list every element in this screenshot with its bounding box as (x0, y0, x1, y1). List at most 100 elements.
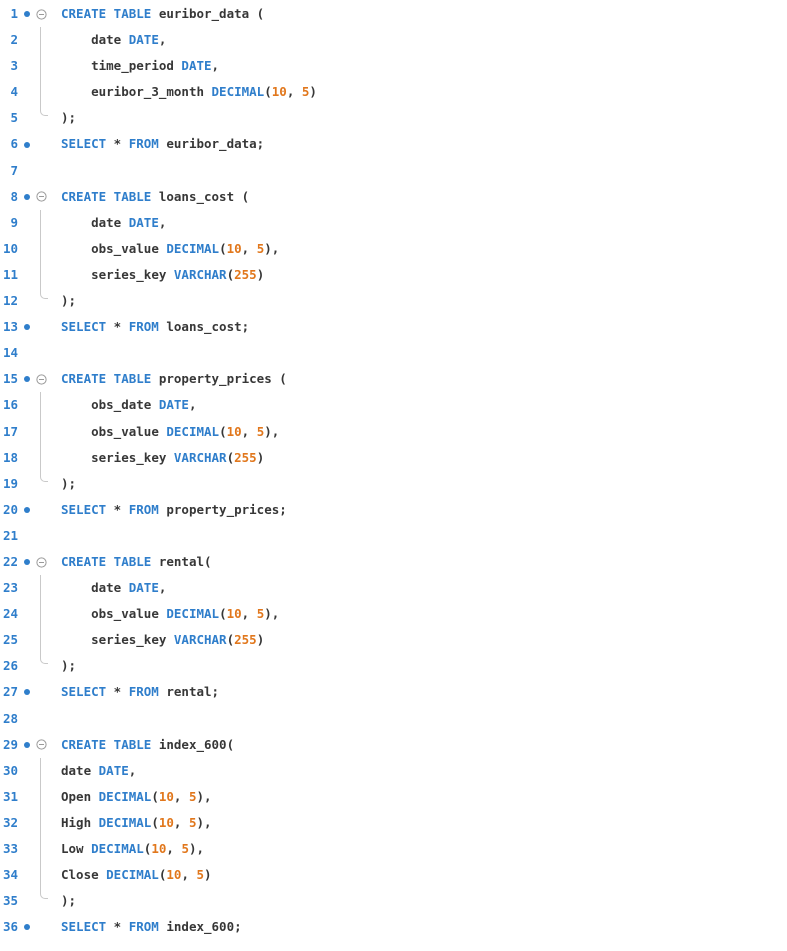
line-number: 27 (2, 684, 18, 700)
sql-identifier: ( (143, 841, 152, 856)
fold-toggle-icon[interactable] (34, 366, 48, 392)
code-line[interactable]: 5); (0, 105, 787, 131)
fold-guide (40, 392, 48, 419)
statement-marker-icon[interactable] (20, 732, 34, 758)
sql-keyword: DATE (158, 397, 189, 413)
statement-marker-icon[interactable] (20, 366, 34, 392)
code-line[interactable]: 21 (0, 523, 787, 549)
sql-identifier: date (91, 580, 129, 596)
statement-marker-icon[interactable] (20, 1, 34, 27)
sql-identifier: ( (219, 423, 227, 439)
code-line[interactable]: 17 obs_value DECIMAL(10, 5), (0, 418, 787, 445)
statement-marker-icon[interactable] (20, 184, 34, 210)
line-number: 1 (10, 6, 18, 21)
sql-keyword: SELECT (61, 319, 107, 335)
sql-identifier: index_600; (158, 919, 242, 935)
sql-identifier: ); (61, 893, 77, 909)
code-text: CREATE TABLE loans_cost ( (61, 184, 249, 210)
code-line[interactable]: 9 date DATE, (0, 209, 787, 236)
sql-number: 10 (158, 788, 174, 804)
sql-number: 10 (166, 867, 182, 883)
code-line[interactable]: 26); (0, 653, 787, 679)
line-number: 15 (2, 371, 18, 387)
line-number: 6 (10, 136, 18, 152)
sql-identifier: obs_value (91, 240, 167, 256)
line-number: 7 (10, 162, 18, 178)
code-line[interactable]: 10 obs_value DECIMAL(10, 5), (0, 235, 787, 262)
fold-toggle-icon[interactable] (34, 184, 48, 210)
sql-identifier: , (158, 32, 167, 48)
code-text: series_key VARCHAR(255) (61, 262, 264, 288)
sql-identifier: ( (219, 606, 227, 622)
sql-identifier: series_key (91, 266, 174, 282)
statement-marker-icon[interactable] (20, 131, 34, 157)
line-number: 2 (10, 32, 18, 48)
code-line[interactable]: 4 euribor_3_month DECIMAL(10, 5) (0, 79, 787, 106)
fold-toggle-icon[interactable] (34, 732, 48, 758)
sql-identifier: date (91, 214, 129, 230)
code-line[interactable]: 23 date DATE, (0, 575, 787, 602)
fold-guide (40, 783, 48, 810)
sql-number: 5 (181, 841, 189, 856)
sql-keyword: DATE (128, 32, 159, 48)
line-number: 31 (2, 788, 18, 804)
sql-identifier: ); (61, 110, 77, 126)
statement-marker-icon[interactable] (20, 914, 34, 940)
sql-identifier: euribor_data; (158, 136, 265, 152)
sql-keyword: FROM (128, 501, 159, 517)
code-line[interactable]: 7 (0, 158, 787, 184)
code-line[interactable]: 28 (0, 706, 787, 732)
sql-identifier: series_key (91, 449, 174, 465)
code-line[interactable]: 24 obs_value DECIMAL(10, 5), (0, 601, 787, 628)
statement-marker-icon[interactable] (20, 549, 34, 575)
code-text: series_key VARCHAR(255) (61, 627, 264, 653)
fold-guide (40, 836, 48, 863)
sql-keyword: VARCHAR (173, 266, 227, 282)
sql-number: 5 (196, 867, 205, 883)
fold-toggle-icon[interactable] (34, 1, 48, 27)
code-line[interactable]: 12); (0, 288, 787, 314)
code-line[interactable]: 18 series_key VARCHAR(255) (0, 444, 787, 471)
line-number: 32 (2, 814, 18, 830)
sql-identifier: time_period (91, 58, 182, 74)
code-text: obs_value DECIMAL(10, 5), (61, 601, 279, 627)
fold-toggle-icon[interactable] (34, 549, 48, 575)
sql-keyword: CREATE TABLE (61, 6, 152, 21)
sql-keyword: DECIMAL (91, 841, 144, 856)
statement-marker-icon[interactable] (20, 497, 34, 523)
code-line[interactable]: 25 series_key VARCHAR(255) (0, 627, 787, 654)
code-line[interactable]: 3 time_period DATE, (0, 53, 787, 80)
code-line[interactable]: 11 series_key VARCHAR(255) (0, 261, 787, 289)
code-line[interactable]: 35); (0, 888, 787, 914)
code-line[interactable]: 2 date DATE, (0, 27, 787, 54)
sql-keyword: DECIMAL (98, 788, 152, 804)
code-line[interactable]: 16 obs_date DATE, (0, 392, 787, 419)
sql-identifier: ( (264, 84, 272, 100)
sql-identifier: , (241, 240, 257, 256)
sql-identifier: ); (61, 293, 77, 309)
line-number: 10 (2, 240, 18, 256)
fold-guide (40, 627, 48, 654)
sql-number: 10 (271, 84, 287, 100)
code-line[interactable]: 14 (0, 340, 787, 366)
sql-identifier: loans_cost ( (151, 188, 250, 204)
code-line[interactable]: 19); (0, 470, 787, 497)
statement-marker-icon[interactable] (20, 314, 34, 340)
statement-marker-icon[interactable] (20, 679, 34, 705)
